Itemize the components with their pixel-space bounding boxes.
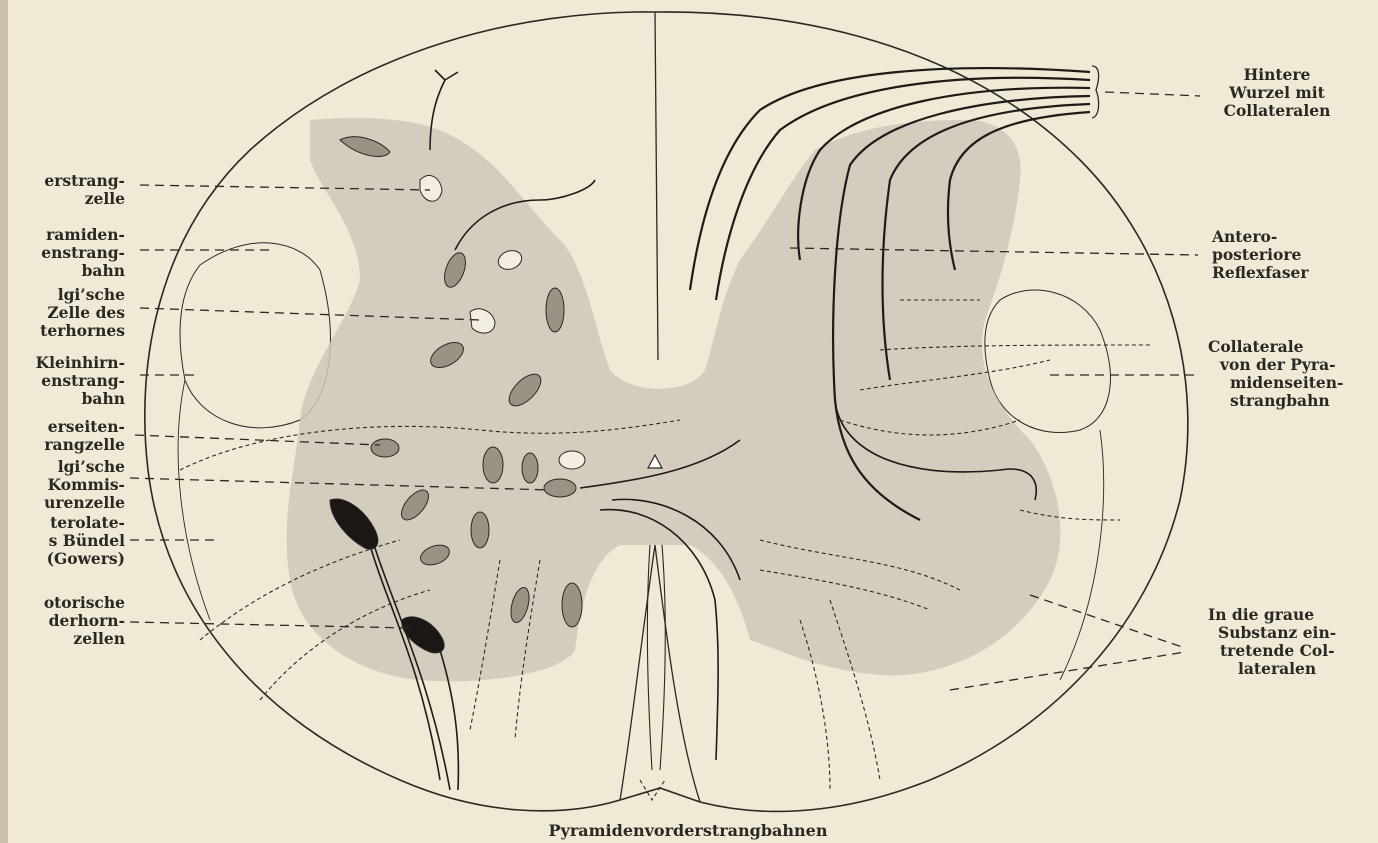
label-line: ramiden-: [10, 226, 125, 244]
gray-matter: [287, 118, 1061, 681]
label-line: zelle: [10, 190, 125, 208]
label-line: Kleinhirn-: [10, 354, 125, 372]
label-line: bahn: [10, 390, 125, 408]
label-line: enstrang-: [10, 372, 125, 390]
label-reflexfaser: Antero- posteriore Reflexfaser: [1212, 228, 1309, 282]
label-line: Wurzel mit: [1212, 84, 1342, 102]
label-line: zellen: [10, 630, 125, 648]
label-line: otorische: [10, 594, 125, 612]
label-line: erseiten-: [10, 418, 125, 436]
label-line: derhorn-: [10, 612, 125, 630]
label-line: Antero-: [1212, 228, 1309, 246]
label-line: Collaterale: [1208, 338, 1343, 356]
root-bracket: [1092, 66, 1099, 118]
cell-15: [471, 512, 489, 548]
label-line: In die graue: [1208, 606, 1336, 624]
label-line: Hintere: [1212, 66, 1342, 84]
label-strangzelle: erstrang- zelle: [10, 172, 125, 208]
label-line: lgi’sche: [10, 286, 125, 304]
label-line: Collateralen: [1212, 102, 1342, 120]
cell-12: [371, 439, 399, 457]
label-line: lateralen: [1208, 660, 1336, 678]
label-collaterale-pyramiden: Collaterale von der Pyra- midenseiten- s…: [1208, 338, 1343, 410]
label-pyramidenvorderstrangbahnen: Pyramidenvorderstrangbahnen: [518, 822, 858, 840]
cell-9: [483, 447, 503, 483]
label-seitenstrangzelle: erseiten- rangzelle: [10, 418, 125, 454]
label-kleinhirnstrangbahn: Kleinhirn- enstrang- bahn: [10, 354, 125, 408]
label-gowers-buendel: terolate- s Bündel (Gowers): [10, 514, 125, 568]
label-line: Substanz ein-: [1208, 624, 1336, 642]
label-line: strangbahn: [1208, 392, 1343, 410]
label-line: terhornes: [10, 322, 125, 340]
pyramid-anterior-tracts: [640, 545, 665, 800]
label-line: s Bündel: [10, 532, 125, 550]
label-motorische-zellen: otorische derhorn- zellen: [10, 594, 125, 648]
label-pyramidenstrangbahn: ramiden- enstrang- bahn: [10, 226, 125, 280]
cell-10: [522, 453, 538, 483]
label-line: tretende Col-: [1208, 642, 1336, 660]
label-line: terolate-: [10, 514, 125, 532]
label-line: urenzelle: [10, 494, 125, 512]
label-line: Zelle des: [10, 304, 125, 322]
cell-17: [562, 583, 582, 627]
label-line: (Gowers): [10, 550, 125, 568]
label-line: Reflexfaser: [1212, 264, 1309, 282]
label-line: enstrang-: [10, 244, 125, 262]
label-kommissurenzelle: lgi’sche Kommis- urenzelle: [10, 458, 125, 512]
label-line: lgi’sche: [10, 458, 125, 476]
label-line: midenseiten-: [1208, 374, 1343, 392]
label-hintere-wurzel: Hintere Wurzel mit Collateralen: [1212, 66, 1342, 120]
label-line: von der Pyra-: [1208, 356, 1343, 374]
label-line: rangzelle: [10, 436, 125, 454]
cell-11: [559, 451, 585, 469]
label-line: bahn: [10, 262, 125, 280]
commissural-cell: [544, 479, 576, 497]
label-golgi-zelle: lgi’sche Zelle des terhornes: [10, 286, 125, 340]
label-graue-substanz: In die graue Substanz ein- tretende Col-…: [1208, 606, 1336, 678]
label-line: erstrang-: [10, 172, 125, 190]
label-line: Kommis-: [10, 476, 125, 494]
cell-5: [546, 288, 564, 332]
label-line: posteriore: [1212, 246, 1309, 264]
